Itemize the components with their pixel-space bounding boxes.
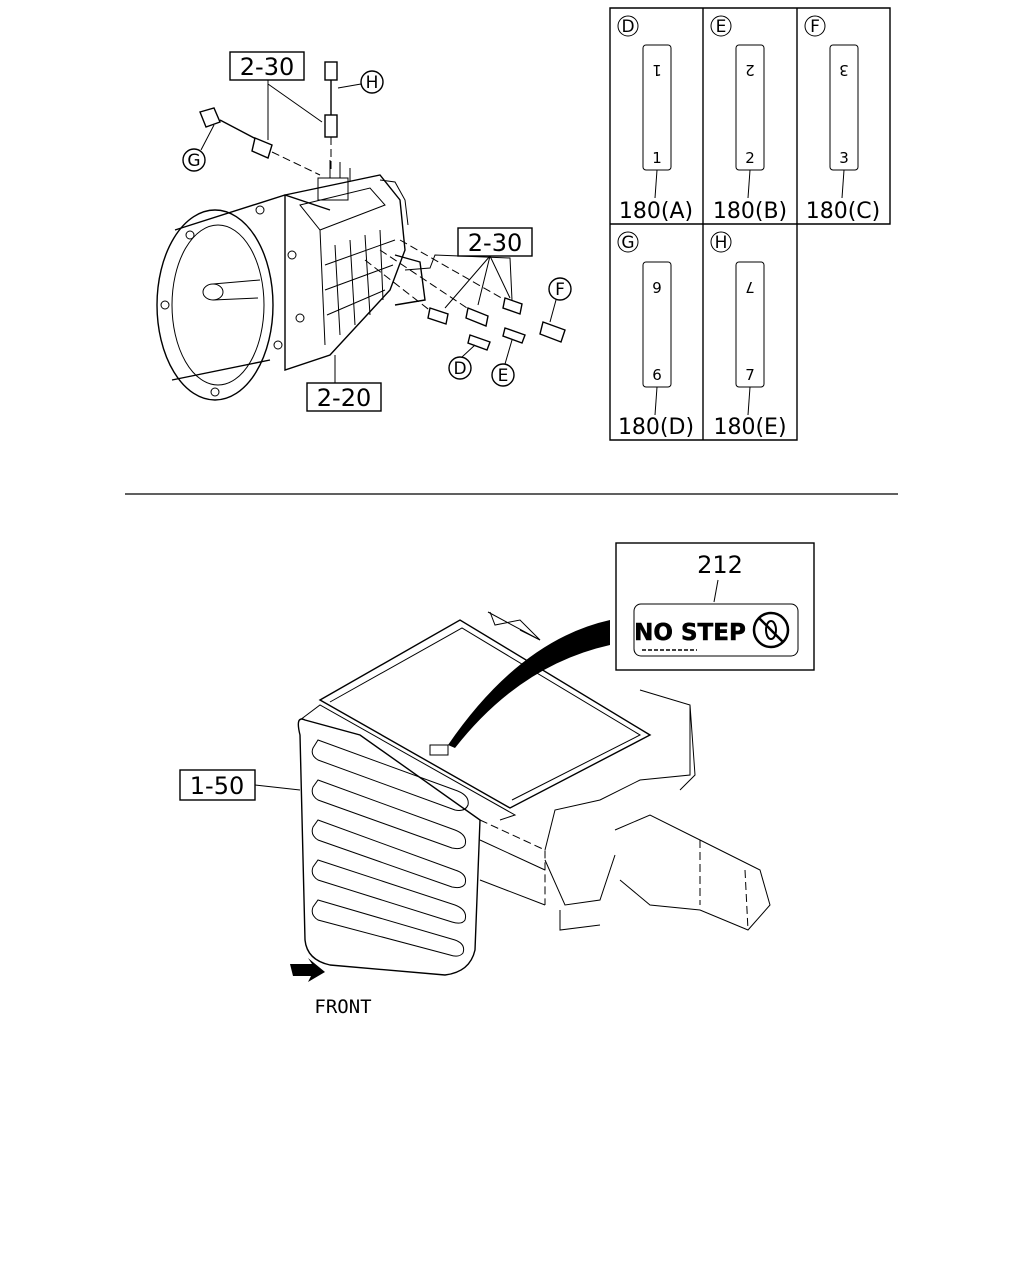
connector-letter-g: G (182, 124, 215, 172)
label-cell-d-top-number: 1 (652, 61, 662, 79)
label-cell-f-part: 180(C) (806, 199, 881, 224)
label-cell-e: E 2 2 180(B) (710, 15, 787, 224)
label-cell-h-letter: H (715, 233, 728, 253)
label-cell-e-top-number: 2 (745, 61, 755, 79)
decal-callout: 212 NO STEP (448, 542, 815, 748)
callout-2-30-top-text: 2-30 (240, 53, 294, 81)
label-cell-d-letter: D (621, 17, 634, 37)
front-label: FRONT (314, 996, 371, 1018)
label-cell-d-part: 180(A) (619, 199, 693, 224)
connector-letter-h-text: H (366, 73, 379, 93)
callout-2-30-top: 2-30 (229, 51, 323, 140)
label-cell-h-top-number: 7 (745, 278, 755, 296)
connector-letter-e: E (491, 339, 515, 387)
connector-letter-g-text: G (187, 151, 200, 171)
label-cell-f-letter: F (810, 17, 820, 37)
front-direction-indicator: FRONT (290, 958, 372, 1018)
label-cell-g: G 6 6 180(D) (617, 231, 694, 440)
label-cell-d: D 1 1 180(A) (617, 15, 693, 224)
label-cell-f-bottom-number: 3 (839, 149, 849, 167)
decal-text: NO STEP (634, 620, 746, 646)
callout-2-30-side-text: 2-30 (468, 229, 522, 257)
label-cell-f: F 3 3 180(C) (804, 15, 881, 224)
label-table: D 1 1 180(A) E 2 2 180(B) F 3 3 180(C) (609, 7, 891, 441)
callout-2-20-text: 2-20 (317, 384, 371, 412)
label-cell-e-part: 180(B) (713, 199, 787, 224)
callout-2-30-side: 2-30 (444, 227, 533, 309)
connector-letter-d: D (448, 344, 476, 380)
label-cell-g-part: 180(D) (618, 415, 694, 440)
connector-letter-d-text: D (453, 359, 466, 379)
label-cell-h-bottom-number: 7 (745, 366, 755, 384)
decal-part-number: 212 (697, 551, 743, 579)
label-cell-e-bottom-number: 2 (745, 149, 755, 167)
label-cell-f-top-number: 3 (839, 61, 849, 79)
label-cell-g-top-number: 6 (652, 278, 662, 296)
front-arrow-icon (290, 958, 325, 982)
label-cell-h: H 7 7 180(E) (710, 231, 787, 440)
label-cell-g-bottom-number: 6 (652, 366, 662, 384)
connector-letter-f-text: F (555, 280, 565, 300)
callout-2-20: 2-20 (306, 355, 382, 412)
callout-1-50-text: 1-50 (190, 772, 244, 800)
label-cell-e-letter: E (716, 17, 727, 37)
callout-1-50: 1-50 (179, 769, 301, 801)
label-cell-g-letter: G (621, 233, 634, 253)
sensor-harness (199, 61, 566, 351)
transmission-illustration (156, 160, 426, 401)
connector-letter-e-text: E (498, 366, 509, 386)
label-cell-h-part: 180(E) (713, 415, 786, 440)
no-step-icon (752, 611, 790, 649)
connector-letter-f: F (548, 277, 572, 323)
label-cell-d-bottom-number: 1 (652, 149, 662, 167)
connector-letter-h: H (337, 70, 384, 94)
